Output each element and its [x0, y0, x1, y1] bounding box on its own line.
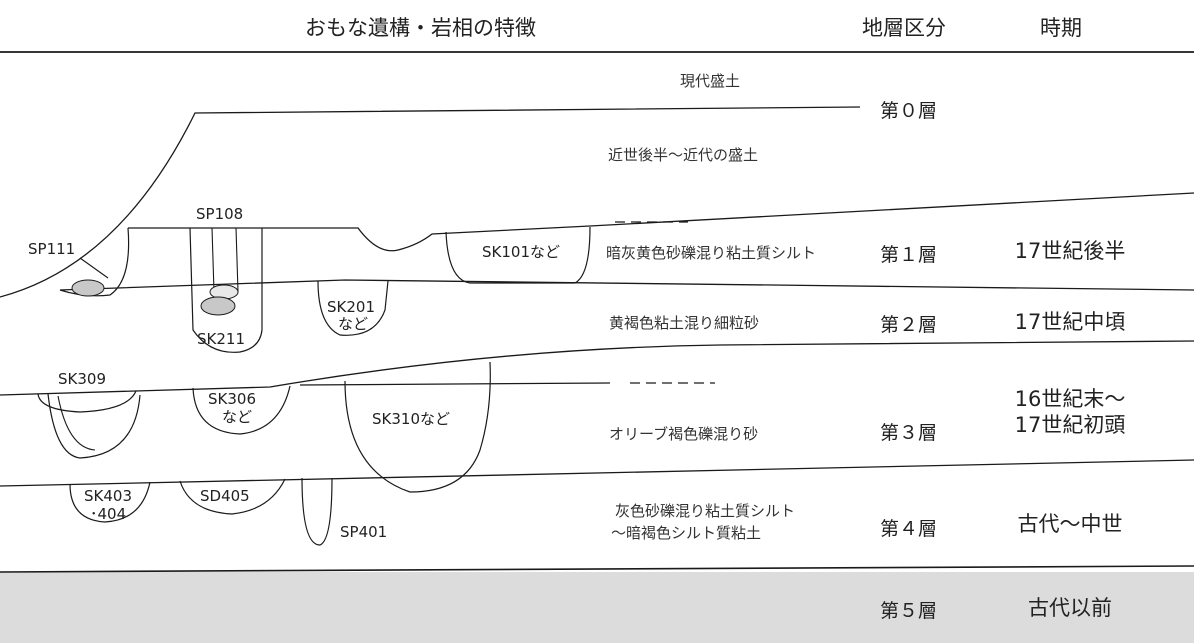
sk211-label: SK211 — [197, 330, 245, 348]
sk306-label-line1: SK306 — [208, 390, 256, 408]
period-layer3-line2: 17世紀初頭 — [1014, 413, 1126, 437]
sd405-label: SD405 — [200, 487, 250, 505]
sk403-label-line1: SK403 — [84, 487, 132, 505]
layer3-line-inner — [299, 382, 611, 386]
layer4-label: 第４層 — [880, 518, 938, 540]
sk310-pit — [344, 361, 491, 493]
period-layer3-line1: 16世紀末～ — [1014, 387, 1126, 411]
sk309-pit-b — [47, 393, 141, 459]
period-column-title: 時期 — [1040, 16, 1082, 40]
sd405-pit — [179, 478, 286, 515]
sp111-leader — [79, 257, 109, 279]
features-column-title: おもな遺構・岩相の特徴 — [305, 16, 536, 40]
sk201-label-line1: SK201 — [327, 298, 375, 316]
layer4-lithology-line1: 灰色砂礫混り粘土質シルト — [615, 502, 796, 520]
layer5-boundary — [0, 565, 1194, 573]
sk201-label-line2: など — [338, 315, 369, 333]
sk309-pit-a — [37, 390, 137, 413]
layer3-boundary — [0, 340, 1194, 396]
layer1-label: 第１層 — [880, 244, 938, 266]
sp108-hole-outer — [189, 227, 263, 353]
layer4-boundary — [0, 459, 1194, 487]
sp111-stone — [71, 279, 105, 297]
modern-fill-label: 現代盛土 — [680, 72, 741, 90]
layer0-boundary — [0, 106, 861, 298]
sk306-pit — [192, 385, 291, 435]
sp401-label: SP401 — [340, 523, 388, 541]
sp111-label: SP111 — [28, 240, 76, 258]
layer0-label: 第０層 — [880, 100, 938, 122]
layer5-label: 第５層 — [880, 600, 938, 622]
sk310-label: SK310など — [372, 410, 450, 428]
sp111-pit — [59, 227, 130, 297]
layer-column-title: 地層区分 — [862, 16, 946, 40]
period-layer5: 古代以前 — [1028, 596, 1112, 620]
period-layer2: 17世紀中頃 — [1014, 310, 1126, 334]
sk309-label: SK309 — [58, 370, 106, 388]
sk201-pit — [317, 280, 389, 336]
sk101-pit — [445, 226, 591, 284]
layer3-label: 第３層 — [880, 422, 938, 444]
sk101-label: SK101など — [482, 243, 560, 261]
sp108-hole-inner — [211, 227, 239, 293]
sp108-label: SP108 — [196, 205, 244, 223]
layer2-boundary — [59, 279, 1194, 291]
layer5-band — [0, 572, 1194, 643]
layer4-lithology-line2: ～暗褐色シルト質粘土 — [611, 524, 762, 542]
layer2-lithology: 黄褐色粘土混り細粒砂 — [609, 314, 760, 332]
sk403-label-line2: ･404 — [90, 505, 127, 523]
layer1-boundary — [128, 192, 1194, 252]
early-modern-fill-label: 近世後半～近代の盛土 — [608, 146, 759, 164]
sk306-label-line2: など — [222, 408, 253, 426]
sk403-pit — [69, 481, 151, 523]
sk211-stone — [200, 296, 236, 316]
layer1-lithology: 暗灰黄色砂礫混り粘土質シルト — [606, 244, 817, 262]
sp401-hole — [301, 477, 333, 546]
period-layer4: 古代～中世 — [1017, 512, 1123, 536]
layer2-label: 第２層 — [880, 314, 938, 336]
layer3-lithology: オリーブ褐色礫混り砂 — [609, 425, 759, 443]
period-layer1: 17世紀後半 — [1014, 239, 1126, 263]
sk309-pit-c — [57, 395, 96, 451]
